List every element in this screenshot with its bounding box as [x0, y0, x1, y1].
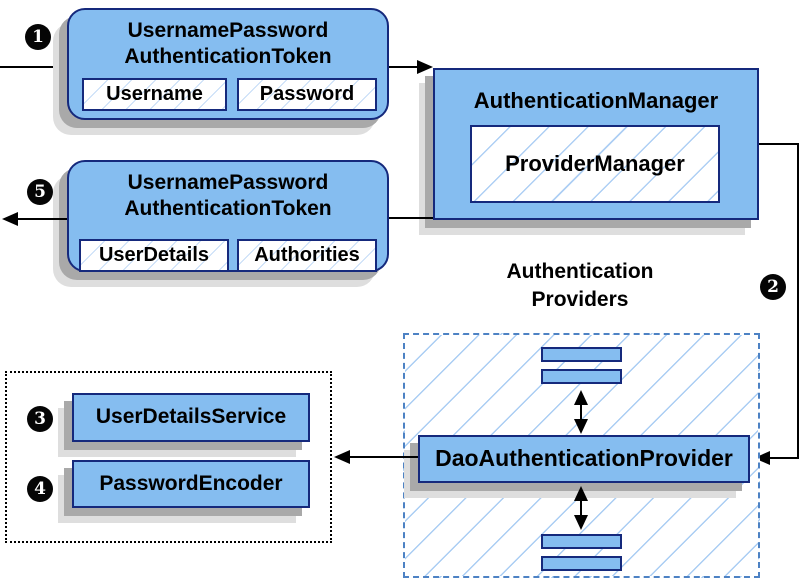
manager-to-response-line: [389, 217, 433, 219]
arrowhead-down-icon: [574, 515, 588, 530]
step-3-badge: 3: [27, 406, 53, 432]
step-4-badge: 4: [27, 476, 53, 502]
incoming-request-line: [0, 66, 62, 68]
manager-to-provider-line-bottom: [770, 457, 799, 459]
request-token-title: UsernamePassword AuthenticationToken: [69, 10, 387, 70]
user-details-service-node: UserDetailsService: [72, 393, 310, 442]
authentication-manager-node: AuthenticationManager ProviderManager: [433, 68, 759, 220]
authorities-field: Authorities: [237, 239, 377, 272]
authentication-manager-title: AuthenticationManager: [473, 88, 719, 113]
request-token-title-line1: UsernamePassword: [127, 19, 329, 42]
step-5-badge: 5: [27, 179, 53, 205]
step-1-badge: 1: [25, 24, 51, 50]
request-token-title-line2: AuthenticationToken: [124, 45, 332, 68]
step-2-badge: 2: [760, 274, 786, 300]
arrowhead-down-icon: [574, 419, 588, 434]
request-token-node: UsernamePassword AuthenticationToken Use…: [67, 8, 389, 120]
password-encoder-node: PasswordEncoder: [72, 460, 310, 508]
request-to-manager-line: [389, 66, 419, 68]
response-token-node: UsernamePassword AuthenticationToken Use…: [67, 160, 389, 272]
manager-to-provider-line-top: [759, 143, 799, 145]
dao-authentication-provider-node: DaoAuthenticationProvider: [418, 435, 750, 483]
provider-placeholder-bar: [541, 347, 622, 362]
response-token-title-line2: AuthenticationToken: [124, 197, 332, 220]
provider-link-line: [580, 494, 582, 520]
arrowhead-left-icon: [2, 212, 18, 226]
username-field: Username: [82, 78, 227, 111]
provider-manager-node: ProviderManager: [470, 125, 720, 203]
provider-placeholder-bar: [541, 556, 622, 571]
provider-placeholder-bar: [541, 369, 622, 384]
manager-to-provider-line-vertical: [797, 143, 799, 459]
provider-link-line: [580, 398, 582, 424]
arrowhead-up-icon: [574, 390, 588, 405]
arrowhead-left-icon: [334, 450, 350, 464]
dao-to-beans-line: [346, 456, 418, 458]
provider-placeholder-bar: [541, 534, 622, 549]
response-token-title: UsernamePassword AuthenticationToken: [69, 162, 387, 222]
response-token-title-line1: UsernamePassword: [127, 171, 329, 194]
arrowhead-right-icon: [417, 60, 433, 74]
password-field: Password: [237, 78, 377, 111]
arrowhead-up-icon: [574, 486, 588, 501]
beans-container: [5, 371, 332, 543]
user-details-field: UserDetails: [79, 239, 229, 272]
authentication-providers-label-line1: Authentication: [506, 260, 654, 283]
authentication-providers-label-line2: Providers: [531, 288, 629, 311]
outgoing-response-line: [14, 218, 67, 220]
authentication-providers-label: Authentication Providers: [470, 258, 690, 314]
